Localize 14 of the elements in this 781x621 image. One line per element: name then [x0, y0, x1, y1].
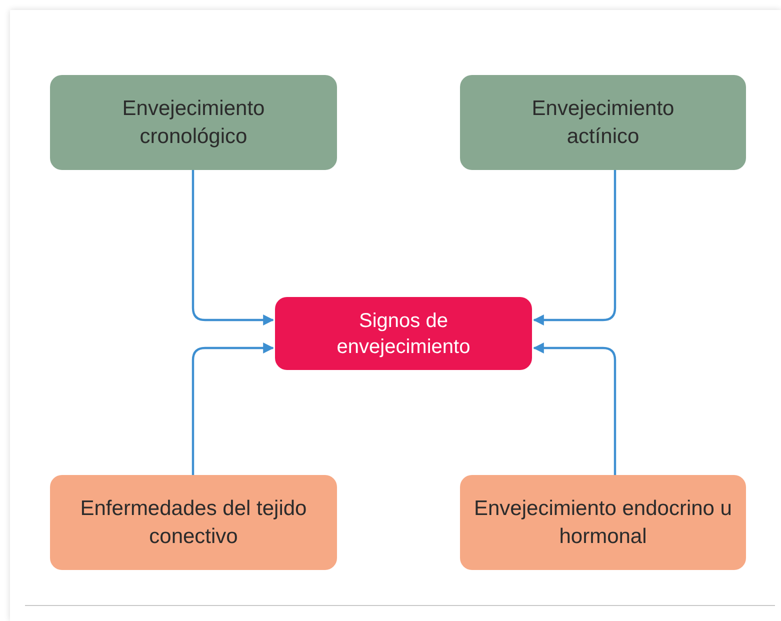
arrow [532, 170, 616, 326]
cause-box [50, 475, 337, 570]
box-label: Envejecimiento cronológico [121, 96, 266, 150]
box-label: Envejecimiento actínico [530, 96, 676, 150]
cause-box [460, 475, 746, 570]
result-box [275, 297, 532, 370]
box-label: Envejecimiento endocrino u hormonal [474, 496, 732, 550]
arrow [192, 170, 274, 326]
arrow [532, 342, 616, 475]
cause-box [50, 75, 337, 170]
box-label: Signos de envejecimiento [336, 308, 472, 360]
box-label: Enfermedades del tejido conectivo [79, 496, 308, 550]
cause-box [460, 75, 746, 170]
arrow [192, 342, 274, 475]
